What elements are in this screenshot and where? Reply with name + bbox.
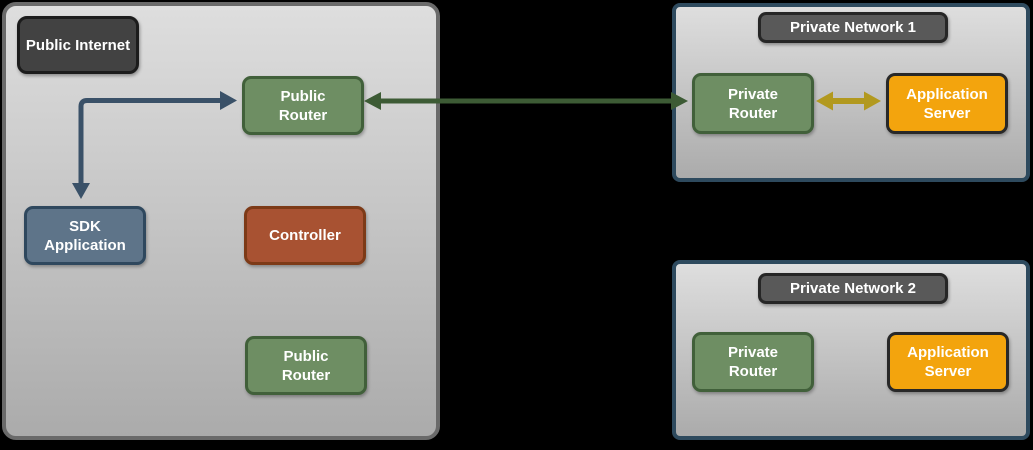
node-pn1-private-router: Private Router [692, 73, 814, 134]
private-network-2-zone: Private Network 2 Private Router Applica… [672, 260, 1030, 440]
node-controller: Controller [244, 206, 366, 265]
node-public-router-top: Public Router [242, 76, 364, 135]
public-internet-label-badge: Public Internet [17, 16, 139, 74]
node-public-router-bottom: Public Router [245, 336, 367, 395]
node-pn2-application-server: Application Server [887, 332, 1009, 392]
public-router-top-label: Public Router [278, 87, 328, 124]
sdk-application-label: SDK Application [44, 217, 126, 254]
pn2-private-router-label: Private Router [727, 344, 779, 380]
pn1-private-router-label: Private Router [727, 85, 779, 122]
public-router-bottom-label: Public Router [281, 347, 331, 384]
node-pn2-private-router: Private Router [692, 332, 814, 392]
private-network-2-title-badge: Private Network 2 [758, 273, 948, 304]
private-network-2-title: Private Network 2 [790, 280, 916, 297]
node-sdk-application: SDK Application [24, 206, 146, 265]
pn2-application-server-label: Application Server [907, 344, 989, 380]
node-pn1-application-server: Application Server [886, 73, 1008, 134]
private-network-1-zone: Private Network 1 Private Router Applica… [672, 3, 1030, 182]
public-internet-zone: Public Internet Public Router SDK Applic… [2, 2, 440, 440]
private-network-1-title: Private Network 1 [790, 19, 916, 36]
private-network-1-title-badge: Private Network 1 [758, 12, 948, 43]
public-internet-label: Public Internet [25, 36, 131, 54]
pn1-application-server-label: Application Server [906, 85, 988, 122]
controller-label: Controller [269, 227, 341, 244]
